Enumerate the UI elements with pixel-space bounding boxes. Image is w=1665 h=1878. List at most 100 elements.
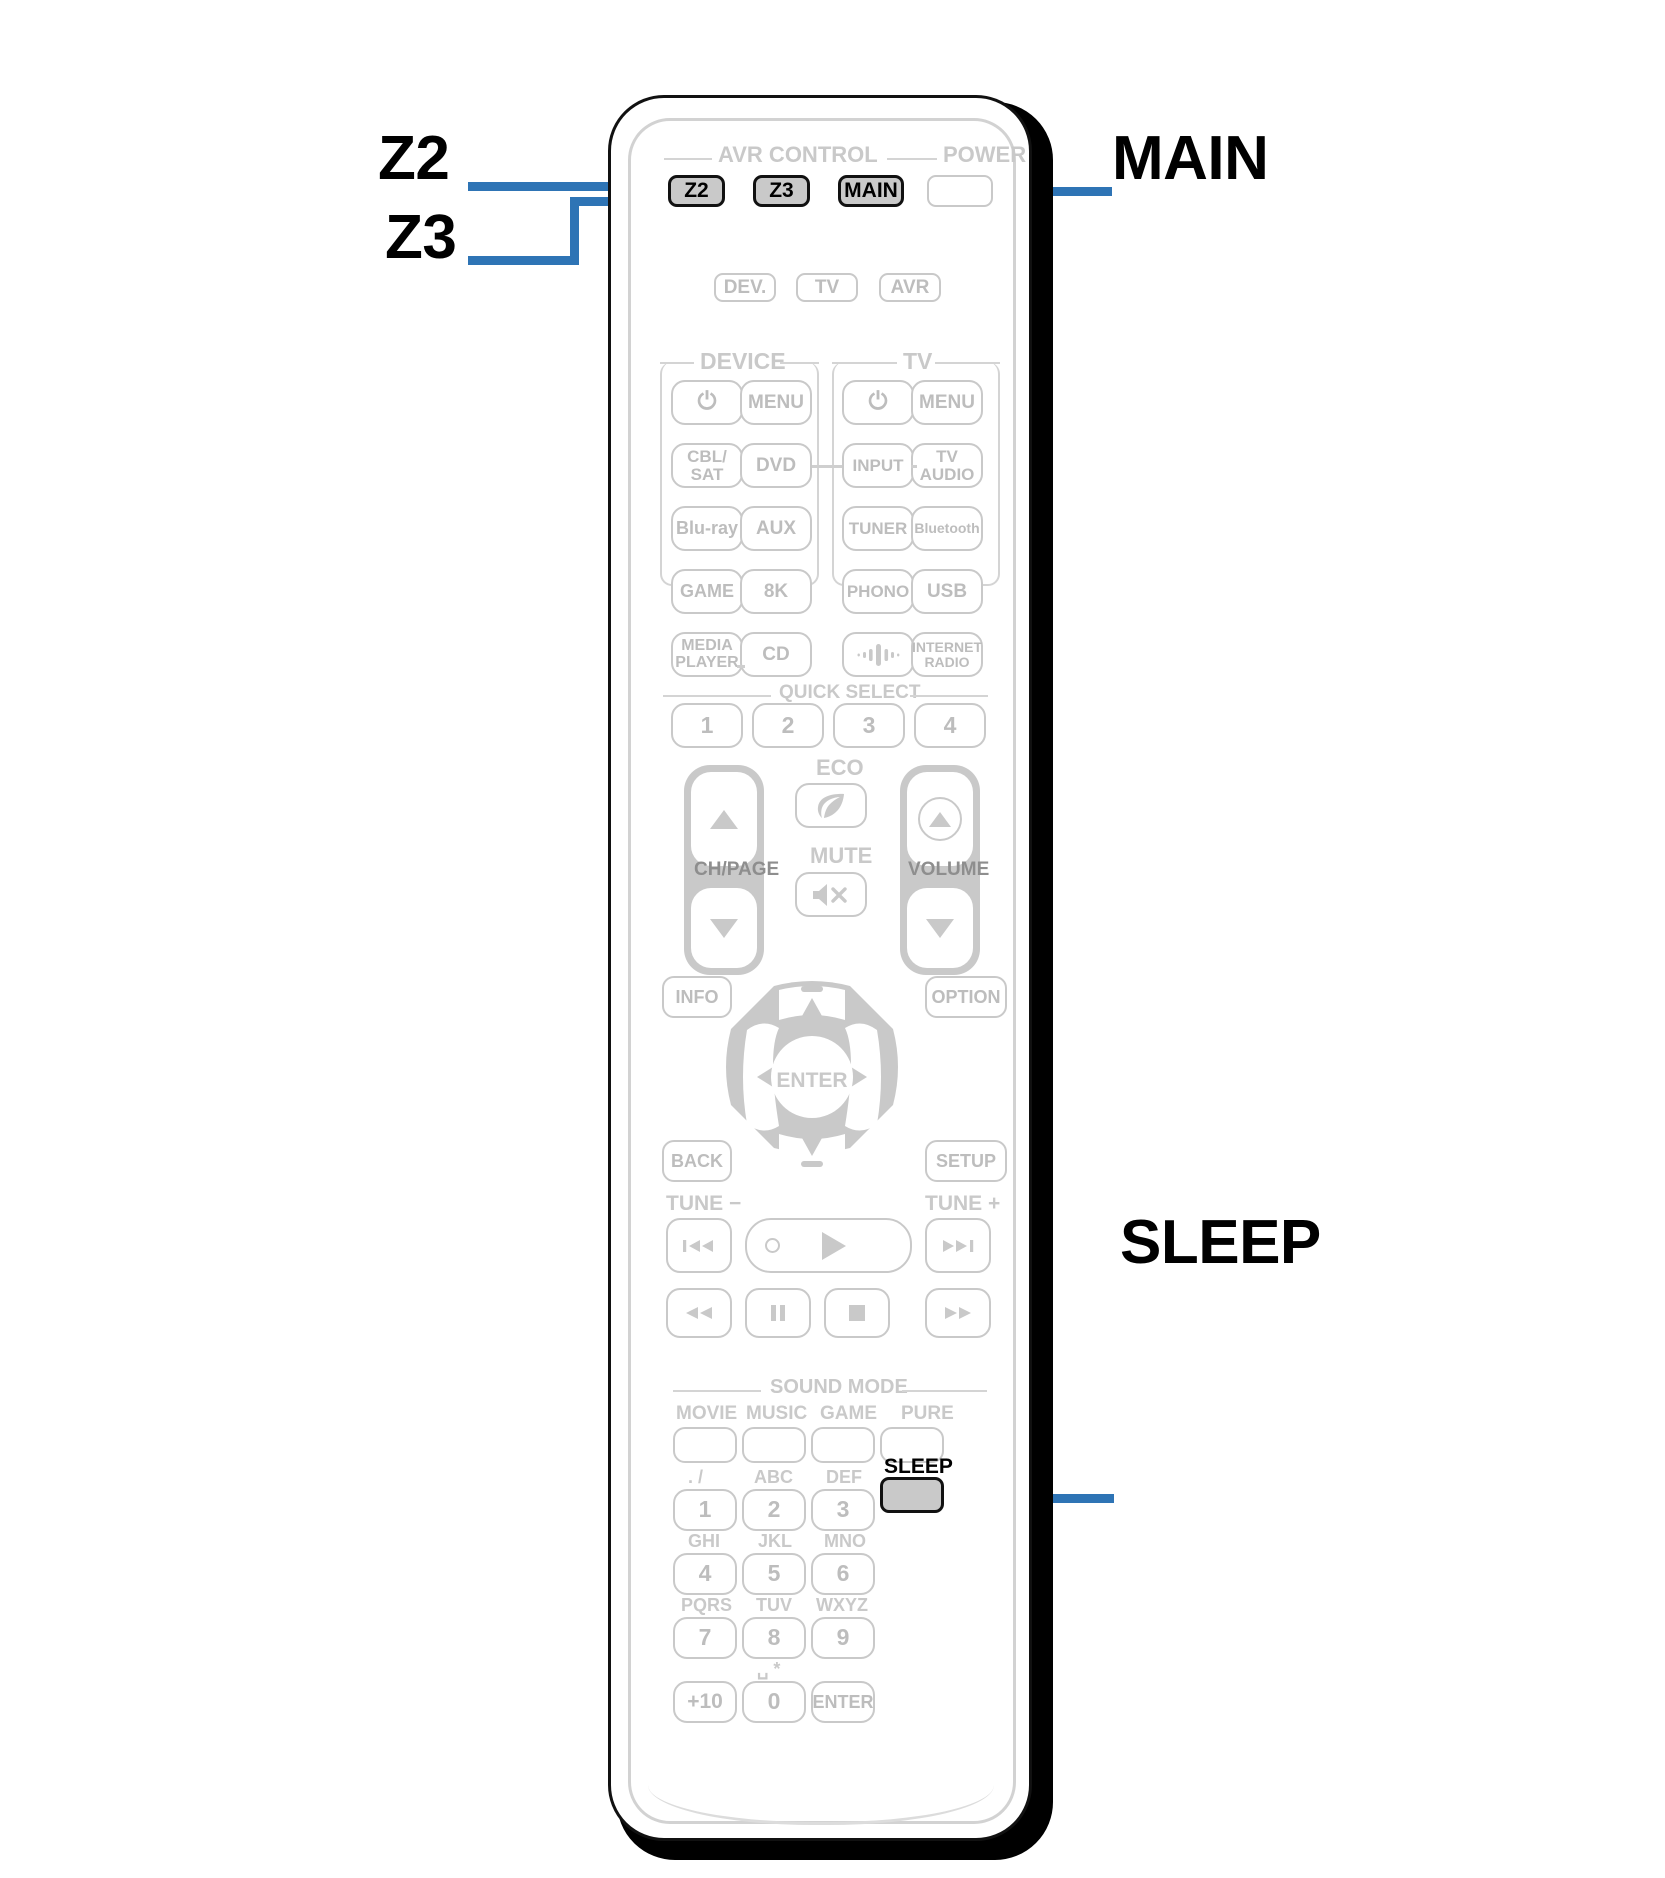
key-9-letters: WXYZ: [816, 1595, 868, 1615]
setup-button[interactable]: SETUP: [925, 1140, 1007, 1182]
dvd-input-link: [812, 465, 842, 468]
sound-mode-rule-left: [673, 1390, 761, 1392]
ch-page-down-button[interactable]: [691, 888, 757, 968]
heos-sound-button[interactable]: [842, 632, 914, 677]
key-enter[interactable]: ENTER: [811, 1681, 875, 1723]
mute-button[interactable]: [795, 872, 867, 917]
quick-select-group-label: QUICK SELECT: [779, 682, 921, 703]
main-button[interactable]: MAIN: [838, 175, 904, 207]
rewind-button[interactable]: [666, 1288, 732, 1338]
game-button[interactable]: GAME: [671, 569, 743, 614]
bluetooth-button[interactable]: Bluetooth: [911, 506, 983, 551]
mode-button-avr[interactable]: AVR: [879, 273, 941, 302]
fast-forward-button[interactable]: [925, 1288, 991, 1338]
key-0-letters: ␣ *: [757, 1659, 781, 1679]
key-6[interactable]: 6: [811, 1553, 875, 1595]
tv-audio-button[interactable]: TV AUDIO: [911, 443, 983, 488]
tv-power-button[interactable]: ⏻: [842, 380, 914, 425]
key-5[interactable]: 5: [742, 1553, 806, 1595]
mode-button-dev[interactable]: DEV.: [714, 273, 776, 302]
tv-menu-button[interactable]: MENU: [911, 380, 983, 425]
sleep-button-label: SLEEP: [884, 1455, 953, 1478]
key-1[interactable]: 1: [673, 1489, 737, 1531]
callout-label-z3: Z3: [385, 203, 457, 272]
aux-button[interactable]: AUX: [740, 506, 812, 551]
quick-select-1[interactable]: 1: [671, 703, 743, 748]
skip-back-button[interactable]: [666, 1218, 732, 1273]
key-7[interactable]: 7: [673, 1617, 737, 1659]
volume-up-circle-icon: [918, 797, 962, 841]
key-4[interactable]: 4: [673, 1553, 737, 1595]
tv-rule-right: [935, 362, 1000, 364]
internet-radio-button[interactable]: INTERNET RADIO: [911, 632, 983, 677]
blu-ray-button[interactable]: Blu-ray: [671, 506, 743, 551]
mode-button-tv[interactable]: TV: [796, 273, 858, 302]
ch-page-up-button[interactable]: [691, 772, 757, 866]
pure-label: PURE: [901, 1403, 954, 1424]
sound-mode-group-label: SOUND MODE: [770, 1376, 908, 1398]
key-1-letters: . /: [688, 1467, 704, 1487]
tv-group-label: TV: [903, 348, 933, 374]
tv-audio-label: TV AUDIO: [919, 447, 975, 484]
dvd-button[interactable]: DVD: [740, 443, 812, 488]
leader-line-z2: [468, 182, 668, 191]
quick-select-4[interactable]: 4: [914, 703, 986, 748]
key-3-letters: DEF: [826, 1467, 862, 1487]
media-player-button[interactable]: MEDIA PLAYER: [671, 632, 743, 677]
key-9[interactable]: 9: [811, 1617, 875, 1659]
eco-label: ECO: [816, 755, 864, 780]
dpad-cluster[interactable]: ENTER: [717, 958, 907, 1188]
pause-button[interactable]: [745, 1288, 811, 1338]
quick-select-rule-right: [910, 695, 988, 697]
z2-button[interactable]: Z2: [668, 175, 725, 207]
volume-down-button[interactable]: [907, 888, 973, 968]
music-button[interactable]: [742, 1427, 806, 1463]
eco-button[interactable]: [795, 783, 867, 828]
leader-line-z3-vertical-left: [570, 197, 579, 265]
skip-forward-button[interactable]: [925, 1218, 991, 1273]
heos-sound-icon: [857, 643, 900, 666]
key-4-letters: GHI: [688, 1531, 721, 1551]
pure-button[interactable]: [880, 1427, 944, 1463]
stop-button[interactable]: [824, 1288, 890, 1338]
ch-page-label: CH/PAGE: [694, 859, 780, 880]
cd-button[interactable]: CD: [740, 632, 812, 677]
sleep-button[interactable]: [880, 1477, 944, 1513]
game-label: GAME: [820, 1403, 877, 1424]
back-button[interactable]: BACK: [662, 1140, 732, 1182]
cbl-sat-button[interactable]: CBL/ SAT: [671, 443, 743, 488]
key-8[interactable]: 8: [742, 1617, 806, 1659]
key-0[interactable]: 0: [742, 1681, 806, 1723]
key-plus10[interactable]: +10: [673, 1681, 737, 1723]
quick-select-2[interactable]: 2: [752, 703, 824, 748]
movie-button[interactable]: [673, 1427, 737, 1463]
movie-label: MOVIE: [676, 1403, 738, 1424]
tune-minus-label: TUNE −: [666, 1192, 742, 1215]
option-button[interactable]: OPTION: [925, 976, 1007, 1018]
input-button[interactable]: INPUT: [842, 443, 914, 488]
device-power-button[interactable]: ⏻: [671, 380, 743, 425]
leaf-icon: [817, 793, 844, 818]
phono-button[interactable]: PHONO: [842, 569, 914, 614]
volume-up-button[interactable]: [907, 772, 973, 866]
key-2[interactable]: 2: [742, 1489, 806, 1531]
sound-game-button[interactable]: [811, 1427, 875, 1463]
play-button[interactable]: [745, 1218, 912, 1273]
key-8-letters: TUV: [756, 1595, 792, 1615]
8k-button[interactable]: 8K: [740, 569, 812, 614]
usb-button[interactable]: USB: [911, 569, 983, 614]
key-2-letters: ABC: [754, 1467, 793, 1487]
fast-forward-icon: [945, 1307, 971, 1319]
skip-back-icon: [683, 1239, 713, 1252]
device-menu-button[interactable]: MENU: [740, 380, 812, 425]
info-button[interactable]: INFO: [662, 976, 732, 1018]
power-button[interactable]: [927, 175, 993, 207]
chevron-down-icon: [710, 918, 738, 938]
leader-line-z3-horizontal: [468, 256, 578, 265]
media-player-cd-link: [737, 665, 745, 668]
quick-select-3[interactable]: 3: [833, 703, 905, 748]
dpad-icon: [726, 981, 898, 1168]
tuner-button[interactable]: TUNER: [842, 506, 914, 551]
z3-button[interactable]: Z3: [753, 175, 810, 207]
key-3[interactable]: 3: [811, 1489, 875, 1531]
